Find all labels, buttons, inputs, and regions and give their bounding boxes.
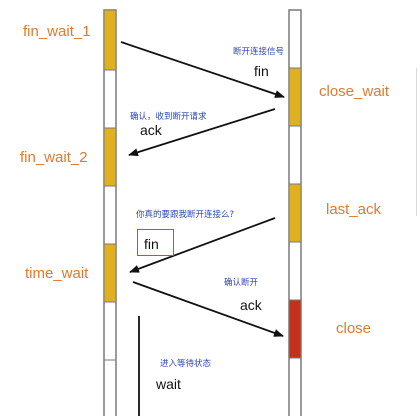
state-time-wait: time_wait [25,265,89,282]
client-segment-fin-wait-2 [103,127,117,187]
state-close-wait: close_wait [319,83,390,100]
fin-arrow-2 [129,217,276,273]
note-enter-wait-state: 进入等待状态 [160,359,212,369]
message-ack-1: ack [140,122,162,138]
note-disconnect-signal: 断开连接信号 [233,47,285,57]
ack-arrow-1 [128,108,276,157]
server-segment-close [288,299,302,359]
server-segment-last-ack [288,183,302,243]
note-confirm-disconnect: 确认断开 [224,278,259,288]
state-fin-wait-2: fin_wait_2 [20,149,88,166]
server-segment-close-wait [288,67,302,127]
server-lifeline [288,9,302,416]
fin-arrow-1 [120,41,285,98]
message-fin-2-box: fin [137,229,174,256]
message-ack-2: ack [240,297,262,313]
client-segment-fin-wait-1 [103,9,117,71]
message-fin-1: fin [254,63,269,79]
note-confirm-received: 确认，收到断开请求 [130,112,207,122]
state-last-ack: last_ack [326,201,382,218]
state-close: close [336,320,372,337]
client-segment-time-wait [103,243,117,303]
client-lifeline [103,9,117,416]
state-fin-wait-1: fin_wait_1 [23,23,91,40]
right-edge-divider [416,68,417,216]
message-wait: wait [156,376,181,392]
note-really-disconnect: 你真的要跟我断开连接么? [136,210,235,220]
client-lane-outline [103,9,117,416]
message-fin-2: fin [144,236,159,252]
ack-arrow-2 [132,281,284,337]
